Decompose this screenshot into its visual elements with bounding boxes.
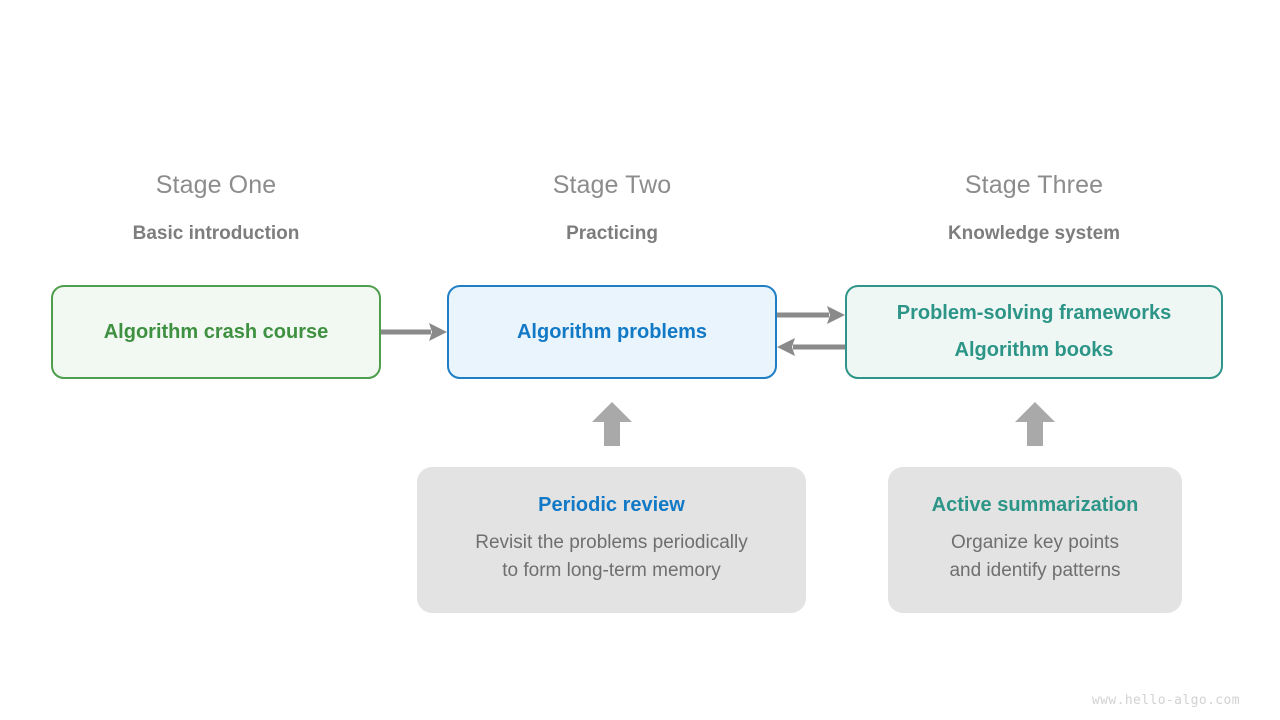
- block-arrow-active-summarization-to-stage-three: [1015, 402, 1055, 446]
- active-summarization-desc-line-2: and identify patterns: [949, 560, 1121, 581]
- watermark: www.hello-algo.com: [1091, 693, 1240, 708]
- arrow-stage-two-to-stage-three: [777, 306, 845, 324]
- active-summarization-title: Active summarization: [931, 494, 1139, 517]
- active-summarization-box[interactable]: Active summarization Organize key points…: [888, 467, 1182, 613]
- stage-one-title: Stage One: [155, 171, 277, 199]
- stage-one-box-label: Algorithm crash course: [103, 320, 329, 343]
- arrow-stage-one-to-stage-two: [381, 323, 447, 341]
- stage-two-box[interactable]: Algorithm problems: [447, 285, 777, 379]
- block-arrow-periodic-review-to-stage-two: [592, 402, 632, 446]
- periodic-review-desc-line-1: Revisit the problems periodically: [475, 532, 748, 554]
- stage-two-subtitle: Practicing: [566, 223, 658, 244]
- periodic-review-box[interactable]: Periodic review Revisit the problems per…: [417, 467, 806, 613]
- stage-three-box-label-1: Problem-solving frameworks: [896, 302, 1172, 324]
- active-summarization-desc-line-1: Organize key points: [951, 532, 1119, 554]
- stage-three-box[interactable]: Problem-solving frameworks Algorithm boo…: [845, 285, 1223, 379]
- stage-three-box-label-2: Algorithm books: [954, 339, 1114, 361]
- stage-one-box[interactable]: Algorithm crash course: [51, 285, 381, 379]
- periodic-review-desc-line-2: to form long-term memory: [502, 560, 721, 581]
- stage-two-title: Stage Two: [552, 171, 672, 199]
- stage-two-box-label: Algorithm problems: [516, 320, 707, 343]
- stage-three-subtitle: Knowledge system: [947, 223, 1121, 244]
- arrow-stage-three-to-stage-two: [777, 338, 845, 356]
- stage-one-subtitle: Basic introduction: [132, 223, 300, 244]
- stage-three-title: Stage Three: [964, 171, 1104, 199]
- periodic-review-title: Periodic review: [538, 494, 685, 517]
